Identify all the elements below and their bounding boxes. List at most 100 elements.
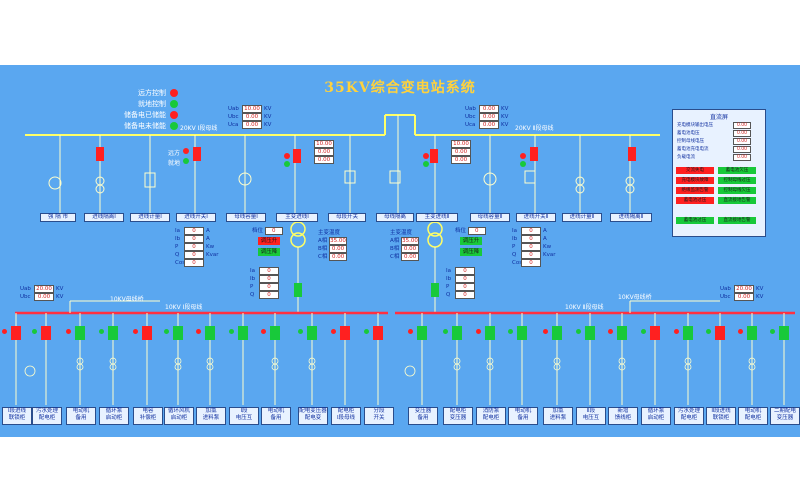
feeder-button[interactable]: 加氯进料泵	[543, 407, 573, 425]
feeder-label: 配电柜	[680, 415, 698, 421]
feeder-button[interactable]: 加氯进料泵	[196, 407, 226, 425]
feeder-button[interactable]: 配电变压器配电变	[298, 407, 328, 425]
alarm-flag: 充电模块故障	[676, 177, 714, 184]
status-dot-icon	[170, 88, 178, 97]
breaker-35kv[interactable]	[193, 147, 201, 161]
feeder-button[interactable]: 强 隔 市	[40, 213, 76, 222]
breaker-10kv[interactable]	[307, 326, 317, 340]
feeder-button[interactable]: Ⅱ段进线联锁柜	[706, 407, 736, 425]
feeder-button[interactable]: 电动机备用	[66, 407, 96, 425]
tap-position: 档位 0	[455, 227, 486, 235]
alarm-flag: 蓄电池过压	[676, 197, 714, 204]
breaker-10kv[interactable]	[650, 326, 660, 340]
breaker-10kv[interactable]	[75, 326, 85, 340]
breaker-10kv[interactable]	[108, 326, 118, 340]
feeder-button[interactable]: 进线计量Ⅰ	[130, 213, 170, 222]
breaker-10kv[interactable]	[747, 326, 757, 340]
breaker-35kv[interactable]	[96, 147, 104, 161]
breaker-35kv[interactable]	[530, 147, 538, 161]
feeder-label: 开关	[373, 415, 385, 421]
page-title: 35KV综合变电站系统	[324, 80, 476, 96]
breaker-10kv[interactable]	[340, 326, 350, 340]
status-dot-icon	[261, 329, 266, 334]
breaker-10kv[interactable]	[585, 326, 595, 340]
breaker-10kv[interactable]	[205, 326, 215, 340]
feeder-button[interactable]: 进线计量Ⅱ	[562, 213, 602, 222]
tap-up-button[interactable]: 调压升	[460, 237, 482, 245]
tap-down-button[interactable]: 调压降	[460, 248, 482, 256]
feeder-button[interactable]: 新增馈线柜	[608, 407, 638, 425]
alarm-flag: 直流接地告警	[718, 197, 756, 204]
feeder-button[interactable]: 进线开关Ⅰ	[176, 213, 216, 222]
mode-label: 远方	[168, 150, 181, 157]
feeder-button[interactable]: 电动机备用	[261, 407, 291, 425]
breaker-10kv[interactable]	[485, 326, 495, 340]
breaker-10kv[interactable]	[270, 326, 280, 340]
status-dot-icon	[32, 329, 37, 334]
breaker-10kv[interactable]	[683, 326, 693, 340]
feeder-button[interactable]: Ⅱ段电压互	[576, 407, 606, 425]
feeder-label: Ⅱ段进线	[711, 408, 731, 414]
breaker-35kv[interactable]	[628, 147, 636, 161]
breaker-10kv[interactable]	[238, 326, 248, 340]
feeder-button[interactable]: 循环泵启动柜	[641, 407, 671, 425]
status-dot-icon	[674, 329, 679, 334]
feeder-button[interactable]: 电动机配电柜	[738, 407, 768, 425]
breaker-10kv[interactable]	[715, 326, 725, 340]
feeder-button[interactable]: 母线容量Ⅱ	[470, 213, 510, 222]
feeder-button[interactable]: 污水处理配电柜	[674, 407, 704, 425]
breaker-10kv[interactable]	[294, 283, 302, 297]
breaker-10kv[interactable]	[142, 326, 152, 340]
breaker-10kv[interactable]	[173, 326, 183, 340]
feeder-button[interactable]: 进线隔离Ⅱ	[610, 213, 652, 222]
breaker-35kv[interactable]	[430, 149, 438, 163]
status-dot-icon	[576, 329, 581, 334]
breaker-10kv[interactable]	[452, 326, 462, 340]
breaker-10kv[interactable]	[41, 326, 51, 340]
status-dot-icon	[423, 153, 429, 159]
feeder-label: 配电柜	[337, 408, 355, 414]
status-dot-icon	[706, 329, 711, 334]
breaker-35kv[interactable]	[293, 149, 301, 163]
feeder-button[interactable]: Ⅰ段进线联锁柜	[2, 407, 32, 425]
feeder-button[interactable]: 进线隔离Ⅰ	[84, 213, 124, 222]
breaker-10kv[interactable]	[779, 326, 789, 340]
feeder-button[interactable]: 主变进线Ⅰ	[276, 213, 318, 222]
feeder-button[interactable]: 电动机备用	[508, 407, 538, 425]
feeder-button[interactable]: 配电柜变压器	[443, 407, 473, 425]
feeder-button[interactable]: 二期配电变压器	[770, 407, 800, 425]
feeder-button[interactable]: Ⅰ段电压互	[229, 407, 259, 425]
feeder-button[interactable]: 消防泵配电柜	[476, 407, 506, 425]
feeder-button[interactable]: 进线开关Ⅱ	[516, 213, 556, 222]
legend-item: 储备电已储能	[108, 109, 178, 120]
breaker-10kv[interactable]	[417, 326, 427, 340]
status-dot-icon	[331, 329, 336, 334]
alarm-flag: 控制母线欠压	[718, 187, 756, 194]
status-dot-icon	[229, 329, 234, 334]
feeder-button[interactable]: 母线隔离	[376, 213, 414, 222]
status-dot-icon	[133, 329, 138, 334]
breaker-10kv[interactable]	[11, 326, 21, 340]
tap-down-button[interactable]: 调压降	[258, 248, 280, 256]
tap-up-button[interactable]: 调压升	[258, 237, 280, 245]
feeder-button[interactable]: 母段开关	[328, 213, 366, 222]
status-dot-icon	[476, 329, 481, 334]
feeder-button[interactable]: 循环风机启动柜	[164, 407, 194, 425]
feeder-button[interactable]: 分段开关	[364, 407, 394, 425]
feeder-button[interactable]: 污水处理配电柜	[32, 407, 62, 425]
feeder-button[interactable]: 变压器备用	[408, 407, 438, 425]
breaker-10kv[interactable]	[373, 326, 383, 340]
breaker-10kv[interactable]	[431, 283, 439, 297]
breaker-10kv[interactable]	[517, 326, 527, 340]
alarm-flag: 蓄电池欠压	[718, 167, 756, 174]
breaker-10kv[interactable]	[617, 326, 627, 340]
feeder-button[interactable]: 主变进线Ⅱ	[416, 213, 458, 222]
feeder-label: 备用	[517, 415, 529, 421]
feeder-button[interactable]: 循环泵启动柜	[99, 407, 129, 425]
breaker-10kv[interactable]	[552, 326, 562, 340]
status-dot-icon	[284, 161, 290, 167]
feeder-button[interactable]: 电容补偿柜	[133, 407, 163, 425]
feeder-button[interactable]: 母线容量Ⅰ	[226, 213, 266, 222]
